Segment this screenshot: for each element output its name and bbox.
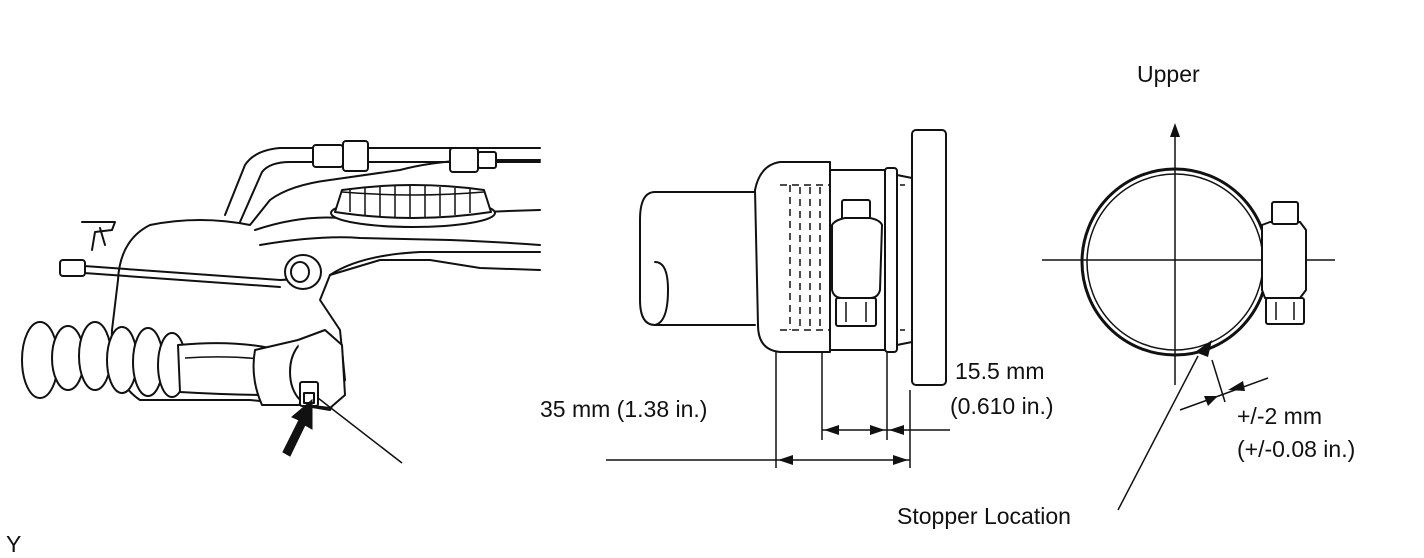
corrugated-hose [21, 321, 276, 399]
clamp-screw-end [1261, 201, 1307, 325]
top-fitting-right [449, 147, 497, 173]
line-fitting-left [59, 259, 86, 277]
label-dim-35: 35 mm (1.38 in.) [540, 396, 708, 422]
label-tolerance-mm: +/-2 mm [1237, 403, 1322, 429]
label-tolerance-in: (+/-0.08 in.) [1237, 436, 1356, 462]
label-corner-mark: Y [6, 531, 22, 557]
line-grommet [284, 254, 322, 290]
clamp-screw-side [831, 199, 883, 327]
leader-line-left [317, 397, 403, 464]
clamp-side-view [606, 129, 950, 468]
stopper-tab [1195, 340, 1212, 357]
label-stopper-location: Stopper Location [897, 503, 1071, 529]
tolerance-line [1179, 377, 1269, 411]
label-dim-15-5-mm: 15.5 mm [955, 358, 1045, 384]
dimension-lines-side [606, 352, 950, 468]
label-upper: Upper [1137, 61, 1200, 87]
upper-arrowhead [1170, 123, 1180, 137]
engine-assembly-illustration [21, 140, 541, 464]
ribbed-cap [330, 184, 496, 228]
clamp-end-view [1042, 123, 1335, 511]
clamp-pointer-arrow [282, 398, 313, 457]
stopper-leader [1117, 355, 1199, 511]
pipe-connection [252, 329, 346, 409]
label-dim-15-5-in: (0.610 in.) [950, 393, 1054, 419]
top-fitting-left [312, 140, 369, 172]
